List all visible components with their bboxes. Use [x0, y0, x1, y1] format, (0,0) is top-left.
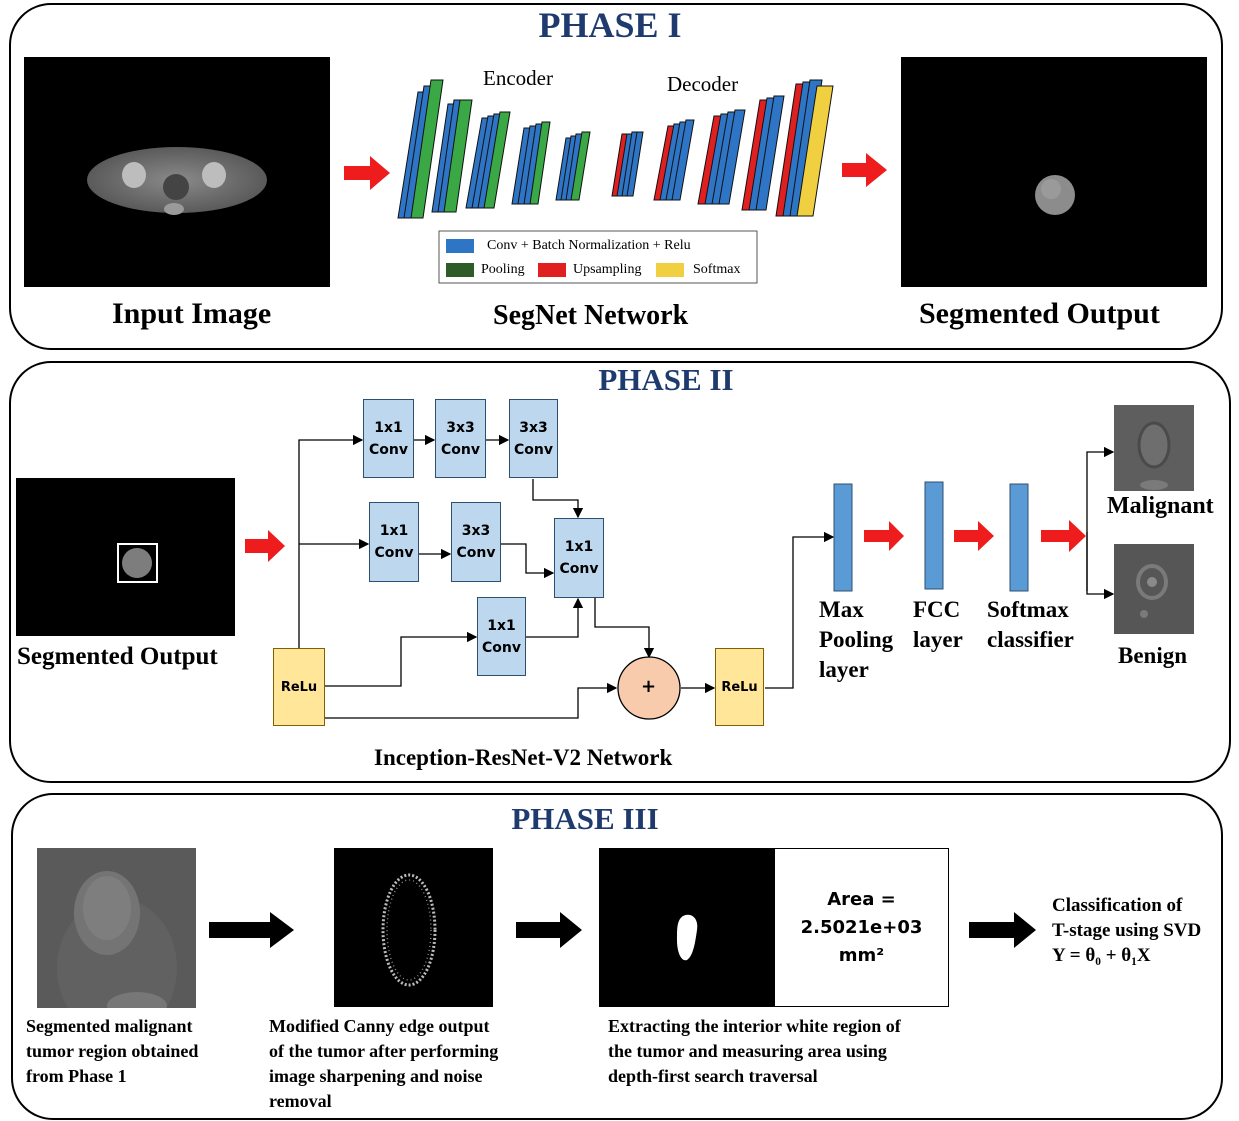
phase1-output-caption: Segmented Output [919, 297, 1160, 330]
segmented-output-image [901, 57, 1207, 287]
encoder-label: Encoder [483, 66, 553, 90]
fcc-bar [924, 481, 944, 590]
phase1-network-caption: SegNet Network [493, 300, 689, 331]
phase2-input-caption: Segmented Output [17, 643, 218, 670]
input-ct-image [24, 57, 330, 287]
legend-softmax-text: Softmax [693, 262, 741, 277]
phase3-arrow-3 [969, 912, 1036, 948]
legend-swatch-conv [446, 239, 474, 253]
phase2-arrow-2 [954, 521, 994, 551]
phase1-input-caption: Input Image [112, 297, 272, 330]
phase3-arrow-2 [516, 912, 582, 948]
relu-input: ReLu [273, 648, 325, 726]
legend-pooling-text: Pooling [481, 262, 525, 277]
legend-swatch-pooling [446, 263, 474, 277]
conv-1x1-branch3: 1x1 Conv [477, 597, 526, 676]
encoder-layers [397, 79, 591, 219]
sum-symbol: + [641, 676, 657, 697]
phase2-input-arrow [245, 530, 285, 562]
legend-box [438, 230, 758, 284]
conv-1x1-merge: 1x1 Conv [554, 518, 604, 598]
conv-1x1-branch2: 1x1 Conv [369, 502, 419, 582]
benign-image [1114, 544, 1194, 634]
phase2-arrow-3 [1041, 520, 1086, 552]
interior-region-image [599, 848, 775, 1007]
phase3-arrow-1 [209, 912, 294, 948]
svd-formula: Y = θ₀ + θ₁X [1052, 945, 1151, 966]
legend-conv-text: Conv + Batch Normalization + Relu [487, 238, 691, 253]
conv-1x1-branch1: 1x1 Conv [363, 399, 414, 478]
canny-edge-image [334, 848, 493, 1007]
decoder-label: Decoder [667, 72, 739, 96]
phase3-title: PHASE III [511, 801, 659, 836]
malignant-label: Malignant [1107, 493, 1214, 519]
conv-3x3-branch1-b: 3x3 Conv [509, 399, 558, 478]
area-result-box: Area = 2.5021e+03 mm² [774, 848, 949, 1007]
benign-label: Benign [1118, 643, 1188, 668]
relu-output: ReLu [715, 648, 764, 726]
phase2-input-image [16, 478, 235, 636]
legend-swatch-upsampling [538, 263, 566, 277]
malignant-image [1114, 405, 1194, 491]
phase1-arrow-2 [842, 153, 887, 187]
legend-swatch-softmax [656, 263, 684, 277]
classification-text: Classification of T-stage using SVD Y = … [1052, 895, 1202, 966]
softmax-bar [1009, 483, 1029, 592]
area-line-3: mm² [838, 944, 885, 966]
area-line-1: Area = [827, 888, 896, 910]
max-pooling-bar [833, 483, 853, 592]
phase2-title: PHASE II [598, 362, 734, 397]
conv-3x3-branch1-a: 3x3 Conv [435, 399, 486, 478]
residual-sum-node [617, 656, 681, 720]
decoder-layers [611, 79, 834, 217]
conv-3x3-branch2: 3x3 Conv [451, 502, 501, 582]
phase1-title: PHASE I [538, 5, 682, 45]
phase1-arrow-1 [344, 156, 390, 190]
phase2-network-caption: Inception-ResNet-V2 Network [374, 745, 673, 770]
tumor-region-image [37, 848, 196, 1008]
area-line-2: 2.5021e+03 [800, 916, 923, 938]
legend-upsampling-text: Upsampling [573, 262, 642, 277]
phase2-arrow-1 [864, 521, 904, 551]
